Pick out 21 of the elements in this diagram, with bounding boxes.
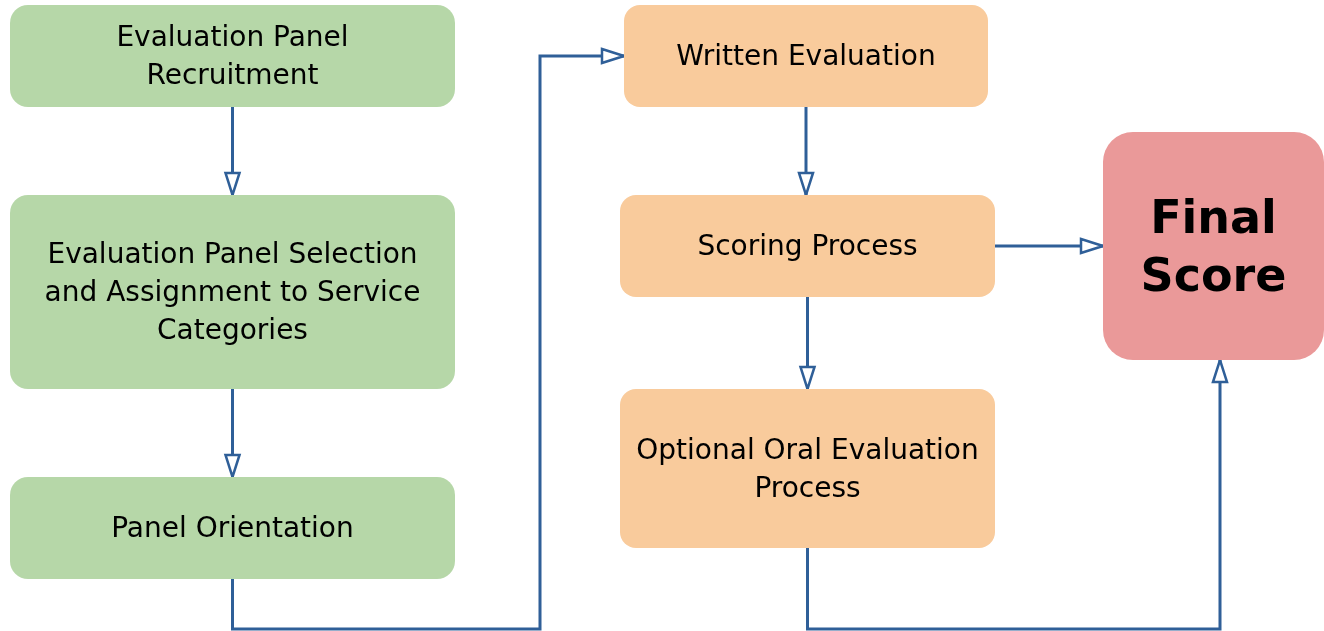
arrow [224, 107, 241, 197]
arrow [806, 358, 1229, 631]
arrow [995, 237, 1105, 255]
process-box [10, 195, 455, 389]
process-box [1103, 132, 1324, 360]
box-label: Evaluation Panel Selection and Assignment to Service Categories [43, 236, 422, 348]
process-box [620, 389, 995, 548]
box-label: Scoring Process [697, 228, 918, 264]
process-box [624, 5, 988, 107]
box-label: Final Score [1139, 189, 1288, 304]
arrow [231, 47, 626, 631]
box-label: Evaluation Panel Recruitment [115, 19, 350, 93]
box-label: Optional Oral Evaluation Process [636, 431, 979, 506]
process-box [10, 477, 455, 579]
process-box [620, 195, 995, 297]
arrow [224, 389, 241, 479]
arrow [799, 297, 816, 391]
process-box [10, 5, 455, 107]
box-label: Written Evaluation [676, 38, 936, 74]
arrow [797, 107, 815, 197]
box-label: Panel Orientation [111, 510, 354, 546]
